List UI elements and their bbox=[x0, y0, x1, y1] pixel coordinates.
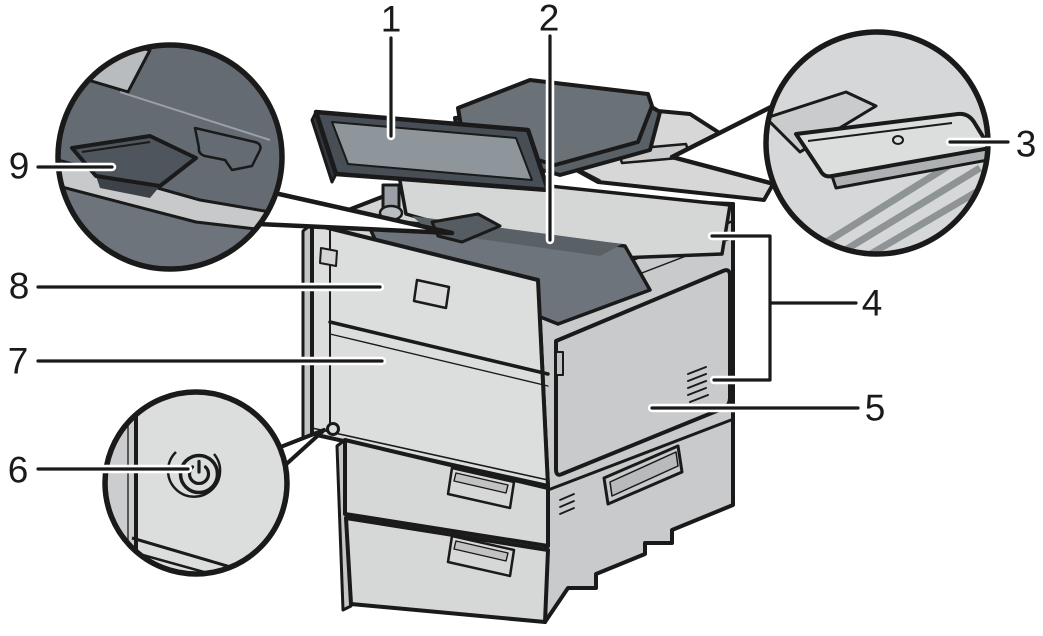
right-cover-latch bbox=[555, 351, 564, 376]
tray-grooves bbox=[818, 157, 988, 254]
tray-side-vent bbox=[559, 493, 575, 515]
magnifier-ring-6 bbox=[102, 389, 290, 577]
callout-number-8-front-upper-cover: 8 bbox=[9, 266, 30, 307]
callout-number-5-right-cover: 5 bbox=[865, 388, 886, 429]
callout-number-3-feeder-tray-extender-detail: 3 bbox=[1016, 124, 1037, 165]
front-cover-seam bbox=[328, 320, 550, 376]
vent-group-lower bbox=[687, 366, 709, 403]
callout-labels: 1 2 3 4 5 6 7 8 9 bbox=[8, 0, 1037, 491]
printer-illustration bbox=[301, 78, 782, 624]
tray-handle-2 bbox=[446, 534, 516, 578]
leader-lines bbox=[33, 31, 1013, 474]
callout-number-7-front-lower-cover: 7 bbox=[8, 341, 29, 382]
tray-unit-2 bbox=[344, 516, 550, 624]
side-handle bbox=[602, 444, 684, 506]
tray-handle-1 bbox=[446, 466, 516, 510]
hinge-pin bbox=[892, 135, 904, 145]
scanner-deck bbox=[396, 168, 732, 262]
callout-number-4-ventilation-holes: 4 bbox=[862, 283, 883, 324]
callout-number-2-internal-output-tray: 2 bbox=[539, 0, 560, 39]
touch-screen bbox=[331, 121, 533, 181]
callout-circle-9 bbox=[55, 42, 285, 272]
power-button bbox=[326, 422, 340, 436]
handle-recess-outline bbox=[193, 126, 262, 172]
callout-circle-3 bbox=[763, 29, 991, 257]
tray-extender-zoomed bbox=[794, 111, 988, 190]
paper-stopper-zoomed bbox=[70, 134, 198, 198]
callout-number-1-control-panel-screen: 1 bbox=[381, 0, 402, 40]
callout-circle-6 bbox=[102, 389, 290, 577]
callout-number-9-paper-stopper-detail: 9 bbox=[9, 146, 30, 187]
front-badge bbox=[412, 278, 451, 310]
magnifier-ring-9 bbox=[55, 42, 285, 272]
paper-tray-units bbox=[335, 438, 550, 624]
front-latch bbox=[319, 247, 338, 267]
tray-unit-1 bbox=[343, 438, 550, 548]
leader-4-bracket bbox=[710, 234, 858, 382]
callout-number-6-main-power-button-detail: 6 bbox=[8, 450, 29, 491]
